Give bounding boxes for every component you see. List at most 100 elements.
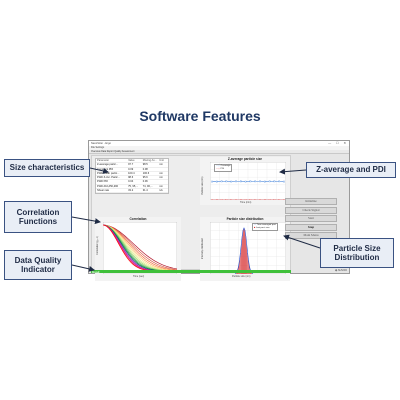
data-point — [235, 199, 237, 200]
data-point — [225, 199, 228, 200]
callout-particle-size-distribution: Particle Size Distribution — [320, 238, 394, 268]
table-cell: FWD PDI — [97, 180, 108, 184]
distribution-bar — [241, 244, 242, 274]
window-titlebar: NanoSizer - Ergo — ☐ ✕ — [89, 141, 349, 146]
correlation-curve — [103, 224, 177, 272]
correlation-curve — [103, 224, 177, 271]
data-point — [216, 199, 218, 200]
data-point — [264, 199, 266, 200]
distribution-bar — [244, 230, 246, 274]
check-signal-button[interactable]: Check Signal — [285, 206, 337, 214]
table-cell: 97.7 — [128, 163, 134, 167]
slide-title: Software Features — [139, 108, 261, 124]
data-point — [283, 199, 285, 200]
legend-entry-z-average: —◇ Z-average — [216, 165, 231, 167]
table-cell: 0.06 — [142, 180, 148, 184]
data-point — [283, 180, 285, 183]
data-point — [249, 180, 252, 183]
distribution-bar — [239, 260, 240, 274]
data-point — [220, 199, 223, 200]
psd-plot — [210, 222, 286, 274]
data-point — [264, 180, 266, 183]
control-buttons: Initialize Check Signal Start Stop Main … — [285, 198, 337, 241]
distribution-bar — [246, 244, 247, 274]
data-point — [240, 199, 242, 200]
z-average-chart-ylabel: Particle size (nm) — [201, 176, 204, 195]
data-point — [220, 180, 223, 183]
table-cell: 0.09 — [128, 167, 134, 171]
table-row: FWD PDI 0.04 0.06 — [96, 180, 168, 185]
correlation-curve — [103, 224, 177, 271]
window-controls[interactable]: — ☐ ✕ — [328, 141, 348, 145]
data-point — [268, 180, 271, 183]
table-cell: 74, 96,... — [142, 184, 153, 188]
table-cell: 95.6 — [142, 176, 148, 180]
data-quality-indicator-bar: Good — [91, 269, 291, 274]
table-cell: Shear rate — [97, 189, 110, 193]
table-cell: 98.6 — [128, 176, 134, 180]
correlation-chart-ylabel: Correlation (g₂−1) — [96, 236, 99, 255]
brand-logo: ◆ NANO — [335, 268, 347, 272]
data-point — [259, 180, 261, 183]
psd-chart-xlabel: Particle size (nm) — [232, 275, 251, 278]
table-cell: 98.5 — [142, 163, 148, 167]
data-quality-status: Good — [92, 269, 100, 274]
table-header: Parameter — [97, 159, 110, 162]
table-cell: nm — [159, 184, 163, 188]
menu-bar[interactable]: File Settings — [89, 146, 349, 150]
distribution-bar — [243, 228, 245, 274]
data-point — [225, 180, 228, 183]
start-button[interactable]: Start — [285, 215, 337, 223]
psd-chart-title: Particle size distribution — [226, 217, 264, 221]
table-cell: 33.2 — [128, 189, 134, 193]
table-header: Unit — [159, 159, 164, 162]
data-point — [230, 199, 232, 200]
data-point — [230, 180, 232, 183]
table-cell: nm — [159, 176, 163, 180]
table-cell: nm — [159, 163, 163, 167]
data-point — [273, 180, 276, 183]
table-cell: 0.08 — [142, 167, 148, 171]
table-cell: 0.04 — [128, 180, 134, 184]
data-point — [244, 180, 247, 183]
distribution-bar — [240, 252, 241, 274]
correlation-chart-title: Correlation — [129, 217, 147, 221]
distribution-bar — [248, 260, 249, 274]
table-cell: 100.4 — [128, 171, 135, 175]
tab-bar[interactable]: Overview Data Report Quality Assessment — [89, 150, 349, 154]
legend-entry-time-averaged: — Time averaged part. — [254, 224, 277, 226]
data-point — [268, 199, 271, 200]
data-point — [235, 180, 237, 183]
stop-button[interactable]: Stop — [285, 223, 337, 231]
distribution-bar — [245, 236, 247, 274]
correlation-plot — [103, 222, 177, 274]
data-point — [254, 199, 256, 200]
table-header-row: Parameter Value Moving Av... Unit — [96, 159, 168, 164]
data-point — [259, 199, 261, 200]
distribution-bar — [242, 230, 244, 274]
app-window: NanoSizer - Ergo — ☐ ✕ File Settings Ove… — [88, 140, 350, 281]
table-cell: FWD d10,d50,d90 — [97, 184, 119, 188]
z-average-legend: —◇ Z-average —◇ PDI — [214, 164, 233, 172]
correlation-curve — [103, 224, 177, 271]
table-cell: FWD mean partic... — [97, 171, 120, 175]
data-point — [278, 180, 280, 183]
table-cell: Z-average partic... — [97, 163, 119, 167]
legend-entry-pdi: —◇ PDI — [216, 167, 225, 170]
psd-legend: — Time averaged part. ■ Last part. size — [252, 223, 279, 231]
time-averaged-curve — [234, 227, 254, 274]
table-cell: 75, 95,... — [128, 184, 139, 188]
z-average-chart-title: Z-average particle size — [227, 157, 263, 161]
data-point — [278, 199, 280, 200]
size-characteristics-table: Parameter Value Moving Av... Unit Z-aver… — [95, 158, 169, 195]
table-header: Moving Av... — [142, 159, 157, 162]
table-row: FWD d10,d50,d90 75, 95,...74, 96,... nm — [96, 184, 168, 190]
initialize-button[interactable]: Initialize — [285, 198, 337, 205]
table-cell: 31.4 — [142, 189, 148, 193]
main-panel: Parameter Value Moving Av... Unit Z-aver… — [91, 155, 291, 281]
callout-data-quality-indicator: Data Quality Indicator — [4, 250, 72, 280]
table-cell: 100.6 — [142, 171, 150, 175]
data-point — [244, 199, 247, 200]
